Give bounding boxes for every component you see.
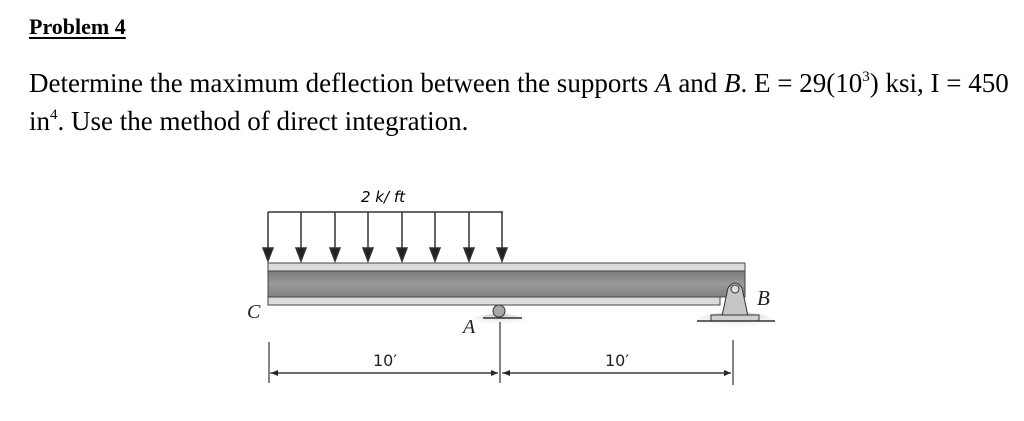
beam — [267, 262, 746, 306]
problem-title: Problem 4 — [29, 14, 126, 39]
statement-and: and — [671, 68, 725, 98]
load-arrows — [261, 212, 509, 264]
problem-statement: Determine the maximum deflection between… — [29, 64, 1009, 140]
dimension-left-label: 10′ — [373, 351, 397, 370]
dimension-lines — [268, 322, 734, 385]
point-a-label: A — [461, 316, 476, 338]
pin-support-b: B — [693, 282, 777, 336]
statement-text-3: ) ksi, I = 450 in — [29, 68, 1009, 136]
statement-text-2: . E = 29(10 — [740, 68, 863, 98]
load-label: 2 k/ ft — [361, 188, 406, 206]
statement-text-1: Determine the maximum deflection between… — [29, 68, 656, 98]
point-c-label: C — [247, 301, 261, 323]
statement-text-4: . Use the method of direct integration. — [57, 106, 469, 136]
distributed-load: 2 k/ ft — [261, 188, 509, 264]
support-a-ref: A — [655, 68, 672, 98]
dimension-right-label: 10′ — [605, 351, 629, 370]
e-exponent: 3 — [862, 69, 870, 85]
point-b-label: B — [757, 286, 770, 310]
support-b-ref: B — [724, 68, 741, 98]
i-exponent: 4 — [50, 107, 58, 123]
roller-support-a: A — [461, 304, 529, 338]
